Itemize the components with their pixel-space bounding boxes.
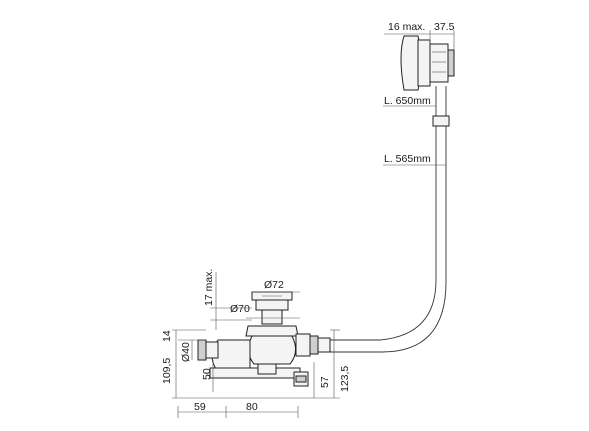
- outlet-diameter-label: Ø70: [230, 303, 250, 315]
- horizontal-right-label: 80: [246, 401, 258, 413]
- cable-length-outer-label: L. 650mm: [384, 95, 431, 107]
- horizontal-left-label: 59: [194, 401, 206, 413]
- waste-assembly: [197, 291, 331, 387]
- overflow-hose: [330, 126, 447, 353]
- flange-thickness-label: 17 max.: [203, 269, 215, 306]
- waste-dimension-lines: [172, 272, 340, 418]
- outlet-height-label: 57: [319, 376, 331, 388]
- waste-diameter-label: Ø72: [264, 279, 284, 291]
- overflow-width-label: 37.5: [434, 21, 455, 33]
- total-height-label: 109,5: [161, 358, 173, 384]
- pipe-diameter-label: Ø40: [180, 342, 192, 362]
- overflow-dimension-lines: [383, 30, 455, 166]
- overflow-depth-label: 16 max.: [388, 21, 425, 33]
- overflow-height-label: 123,5: [339, 366, 351, 392]
- overflow-assembly: [400, 35, 455, 127]
- trap-depth-label: 50: [201, 368, 213, 380]
- cable-length-inner-label: L. 565mm: [384, 153, 431, 165]
- offset-small-label: 14: [161, 330, 173, 342]
